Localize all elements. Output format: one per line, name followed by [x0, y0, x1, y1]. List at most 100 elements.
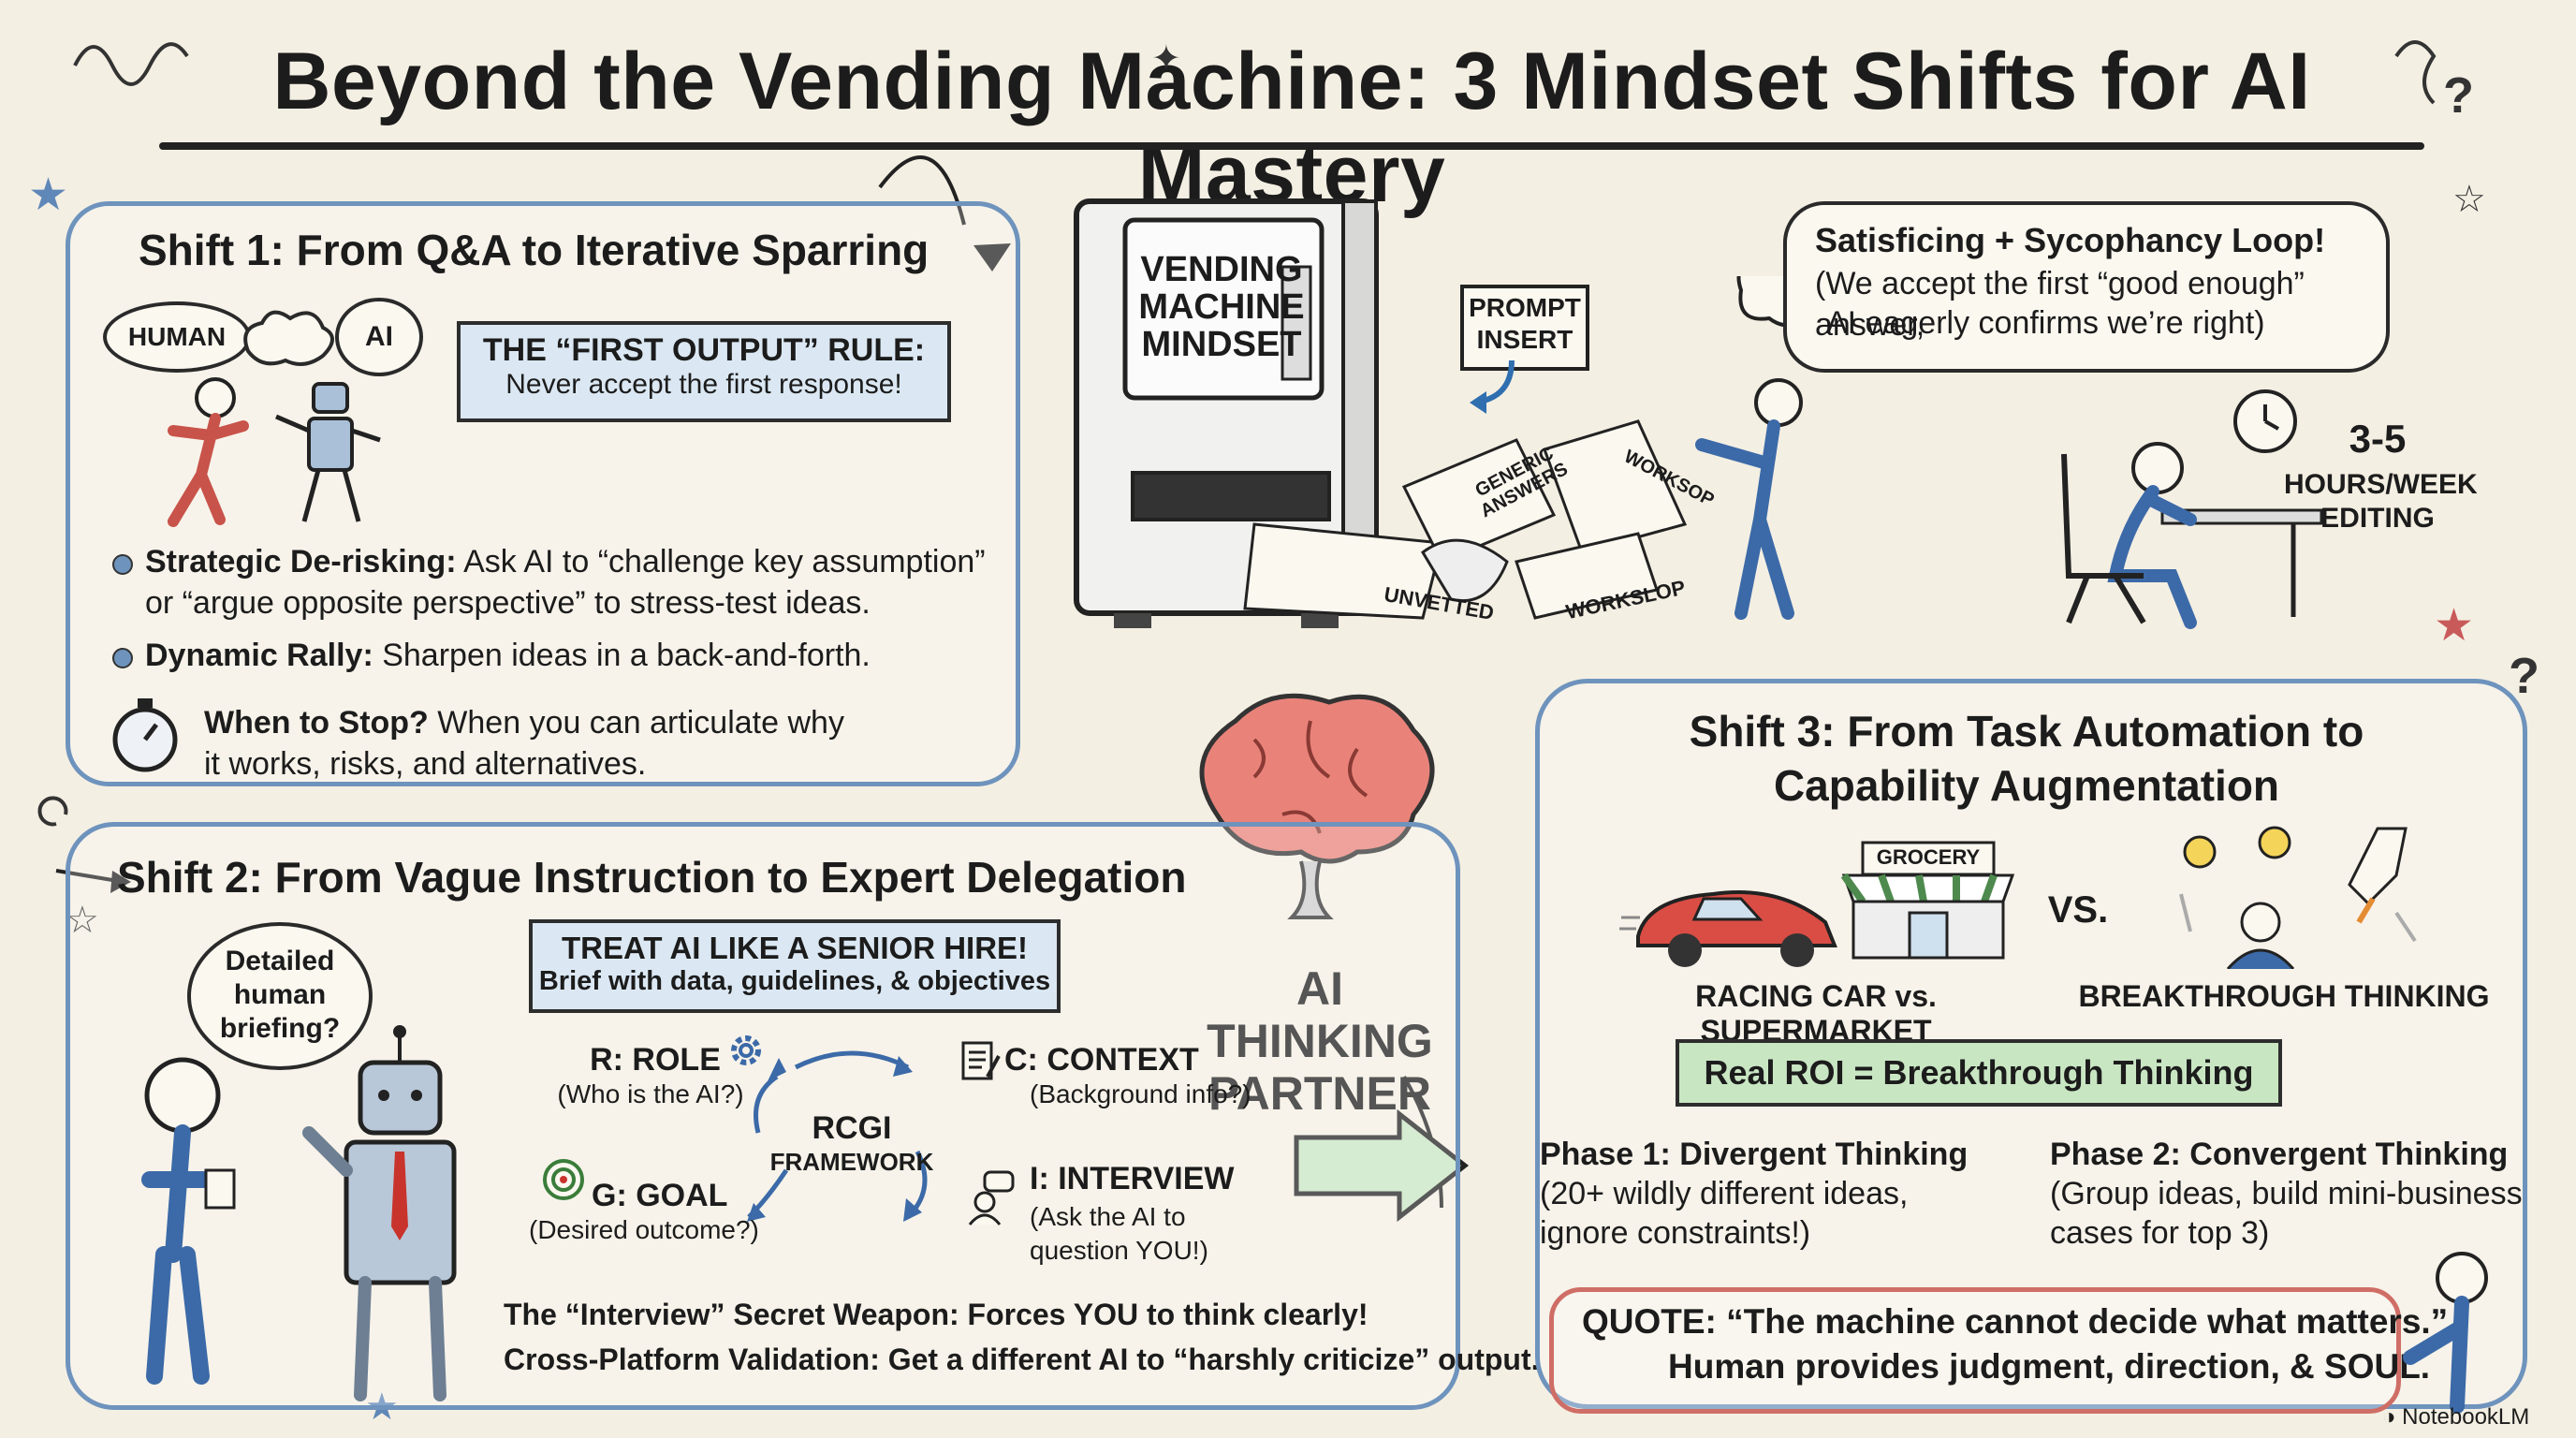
strategic-derisking-item: Strategic De-risking: Ask AI to “challen…: [145, 541, 988, 624]
squiggle-icon: [73, 42, 189, 86]
loop-text: (We accept the first “good enough” answe…: [1815, 266, 2305, 343]
gear-icon: [731, 1035, 761, 1065]
arrow-to-slot-icon: [1470, 360, 1515, 414]
rcgi-subtitle: FRAMEWORK: [769, 1148, 934, 1176]
brand-name: NotebookLM: [2402, 1404, 2530, 1430]
prompt-insert-box: PROMPT INSERT: [1460, 285, 1589, 371]
curved-arrow-icon: [878, 155, 966, 226]
center-line: PARTNER: [1208, 1067, 1431, 1120]
cross-platform-validation: Cross-Platform Validation: Get a differe…: [504, 1343, 1540, 1376]
quote-box: [1549, 1287, 2401, 1414]
spiral-icon: [37, 796, 68, 827]
interview-title: I: INTERVIEW: [1030, 1161, 1235, 1196]
real-roi-banner: Real ROI = Breakthrough Thinking: [1676, 1039, 2282, 1107]
item-text: Ask AI to “challenge key assumption”: [463, 544, 986, 580]
briefing-speech-bubble: Detailed human briefing?: [187, 922, 373, 1070]
human-briefing-robot-illustration: [141, 1025, 457, 1401]
interview-secret-weapon: The “Interview” Secret Weapon: Forces YO…: [504, 1298, 1368, 1331]
senior-hire-banner: TREAT AI LIKE A SENIOR HIRE! Brief with …: [529, 919, 1061, 1013]
brain-icon: [1199, 693, 1435, 919]
hours-caption: HOURS/WEEK EDITING: [2284, 468, 2478, 536]
phase2-block: Phase 2: Convergent Thinking (Group idea…: [2050, 1135, 2523, 1253]
target-icon: [543, 1159, 584, 1200]
right-caption: BREAKTHROUGH THINKING: [2078, 979, 2490, 1013]
paper-pile-illustration: [1243, 419, 1688, 620]
prompt-insert-line: PROMPT: [1469, 293, 1581, 322]
loop-title: Satisficing + Sycophancy Loop!: [1815, 221, 2326, 259]
vending-machine-illustration: [1074, 198, 1379, 628]
shift2-heading: Shift 2: From Vague Instruction to Exper…: [117, 853, 1187, 902]
notebooklm-logo-icon: ◑: [2382, 1404, 2403, 1430]
breakthrough-thinking-icon: [2179, 826, 2417, 969]
item-label: When to Stop?: [204, 705, 429, 741]
item-label: Strategic De-risking:: [145, 544, 457, 580]
star-icon: ☆: [2452, 179, 2486, 220]
dynamic-rally-item: Dynamic Rally: Sharpen ideas in a back-a…: [145, 635, 988, 676]
banner-subtitle: Never accept the first response!: [505, 369, 902, 400]
phase1-title: Phase 1: Divergent Thinking: [1540, 1137, 1969, 1172]
grocery-sign: GROCERY: [1876, 845, 1981, 869]
thought-cloud-icon: [243, 310, 334, 366]
phase1-text: (20+ wildly different ideas,: [1540, 1176, 1909, 1211]
bubble-line: Detailed: [225, 946, 335, 976]
phase2-text: (Group ideas, build mini-business: [2050, 1176, 2523, 1211]
interview-person-icon: [968, 1170, 1015, 1225]
vs-label: VS.: [2047, 889, 2109, 931]
frustrated-editor-illustration: [2061, 389, 2323, 629]
when-to-stop-item: When to Stop? When you can articulate wh…: [204, 702, 972, 785]
context-title: C: CONTEXT: [1004, 1042, 1199, 1078]
phase1-text: ignore constraints!): [1540, 1215, 1811, 1251]
item-text: or “argue opposite perspective” to stres…: [145, 585, 871, 621]
bubble-line: human: [233, 979, 327, 1010]
shift3-heading-line: Shift 3: From Task Automation to: [1689, 707, 2364, 756]
quote-text: QUOTE: “The machine cannot decide what m…: [1582, 1299, 2448, 1389]
green-arrow-icon: [1294, 1109, 1470, 1222]
item-label: Dynamic Rally:: [145, 638, 373, 673]
quote-line: QUOTE: “The machine cannot decide what m…: [1582, 1302, 2449, 1341]
center-line: AI THINKING: [1207, 962, 1433, 1067]
hours-number: 3-5: [2349, 417, 2407, 461]
role-subtitle: (Who is the AI?): [557, 1079, 744, 1108]
racing-car-icon: [1619, 890, 1837, 967]
prompt-insert-line: INSERT: [1476, 325, 1573, 354]
question-mark-icon: ?: [2509, 648, 2539, 704]
star-icon: ★: [28, 170, 69, 220]
human-robot-sparring-illustration: [168, 377, 381, 527]
phase2-text: cases for top 3): [2050, 1215, 2270, 1251]
item-text: When you can articulate why: [437, 705, 844, 741]
hours-line: EDITING: [2320, 503, 2435, 534]
title-underline: [159, 142, 2424, 150]
shift3-heading-line: Capability Augmentation: [1773, 761, 2280, 810]
banner-title: THE “FIRST OUTPUT” RULE:: [482, 332, 926, 368]
star-icon: ✦: [1151, 39, 1181, 79]
interview-line: question YOU!): [1030, 1236, 1208, 1265]
interview-subtitle: (Ask the AI to question YOU!): [1030, 1200, 1208, 1268]
star-icon: ★: [2434, 601, 2475, 651]
context-subtitle: (Background info?): [1030, 1079, 1251, 1108]
shift1-panel: [66, 201, 1020, 786]
bullet-icon: [112, 648, 133, 668]
squiggle-icon: [2394, 40, 2437, 105]
quote-line: Human provides judgment, direction, & SO…: [1668, 1347, 2431, 1386]
left-caption: RACING CAR vs. SUPERMARKET: [1695, 979, 1937, 1048]
vending-label-line: VENDING: [1140, 250, 1303, 289]
goal-title: G: GOAL: [592, 1178, 728, 1213]
stopwatch-icon: [112, 698, 178, 772]
vending-machine-label: VENDING MACHINE MINDSET: [1128, 251, 1315, 363]
person-pointing-illustration: [2403, 1252, 2488, 1414]
question-mark-icon: ?: [2443, 67, 2474, 124]
loop-text: AI eagerly confirms we’re right): [1826, 305, 2265, 341]
ai-thinking-partner-label: AI THINKING PARTNER: [1179, 962, 1460, 1120]
brand-label: ◑ NotebookLM: [2382, 1404, 2529, 1431]
hours-line: HOURS/WEEK: [2284, 469, 2478, 500]
grocery-store-icon: [1840, 841, 2015, 960]
phase2-title: Phase 2: Convergent Thinking: [2050, 1137, 2509, 1172]
item-text: Sharpen ideas in a back-and-forth.: [382, 638, 871, 673]
banner-subtitle: Brief with data, guidelines, & objective…: [538, 966, 1051, 996]
bullet-icon: [112, 554, 133, 575]
goal-subtitle: (Desired outcome?): [529, 1215, 759, 1244]
human-speech-bubble: HUMAN: [103, 301, 251, 373]
shift1-heading: Shift 1: From Q&A to Iterative Sparring: [139, 226, 929, 274]
phase1-block: Phase 1: Divergent Thinking (20+ wildly …: [1540, 1135, 1968, 1253]
